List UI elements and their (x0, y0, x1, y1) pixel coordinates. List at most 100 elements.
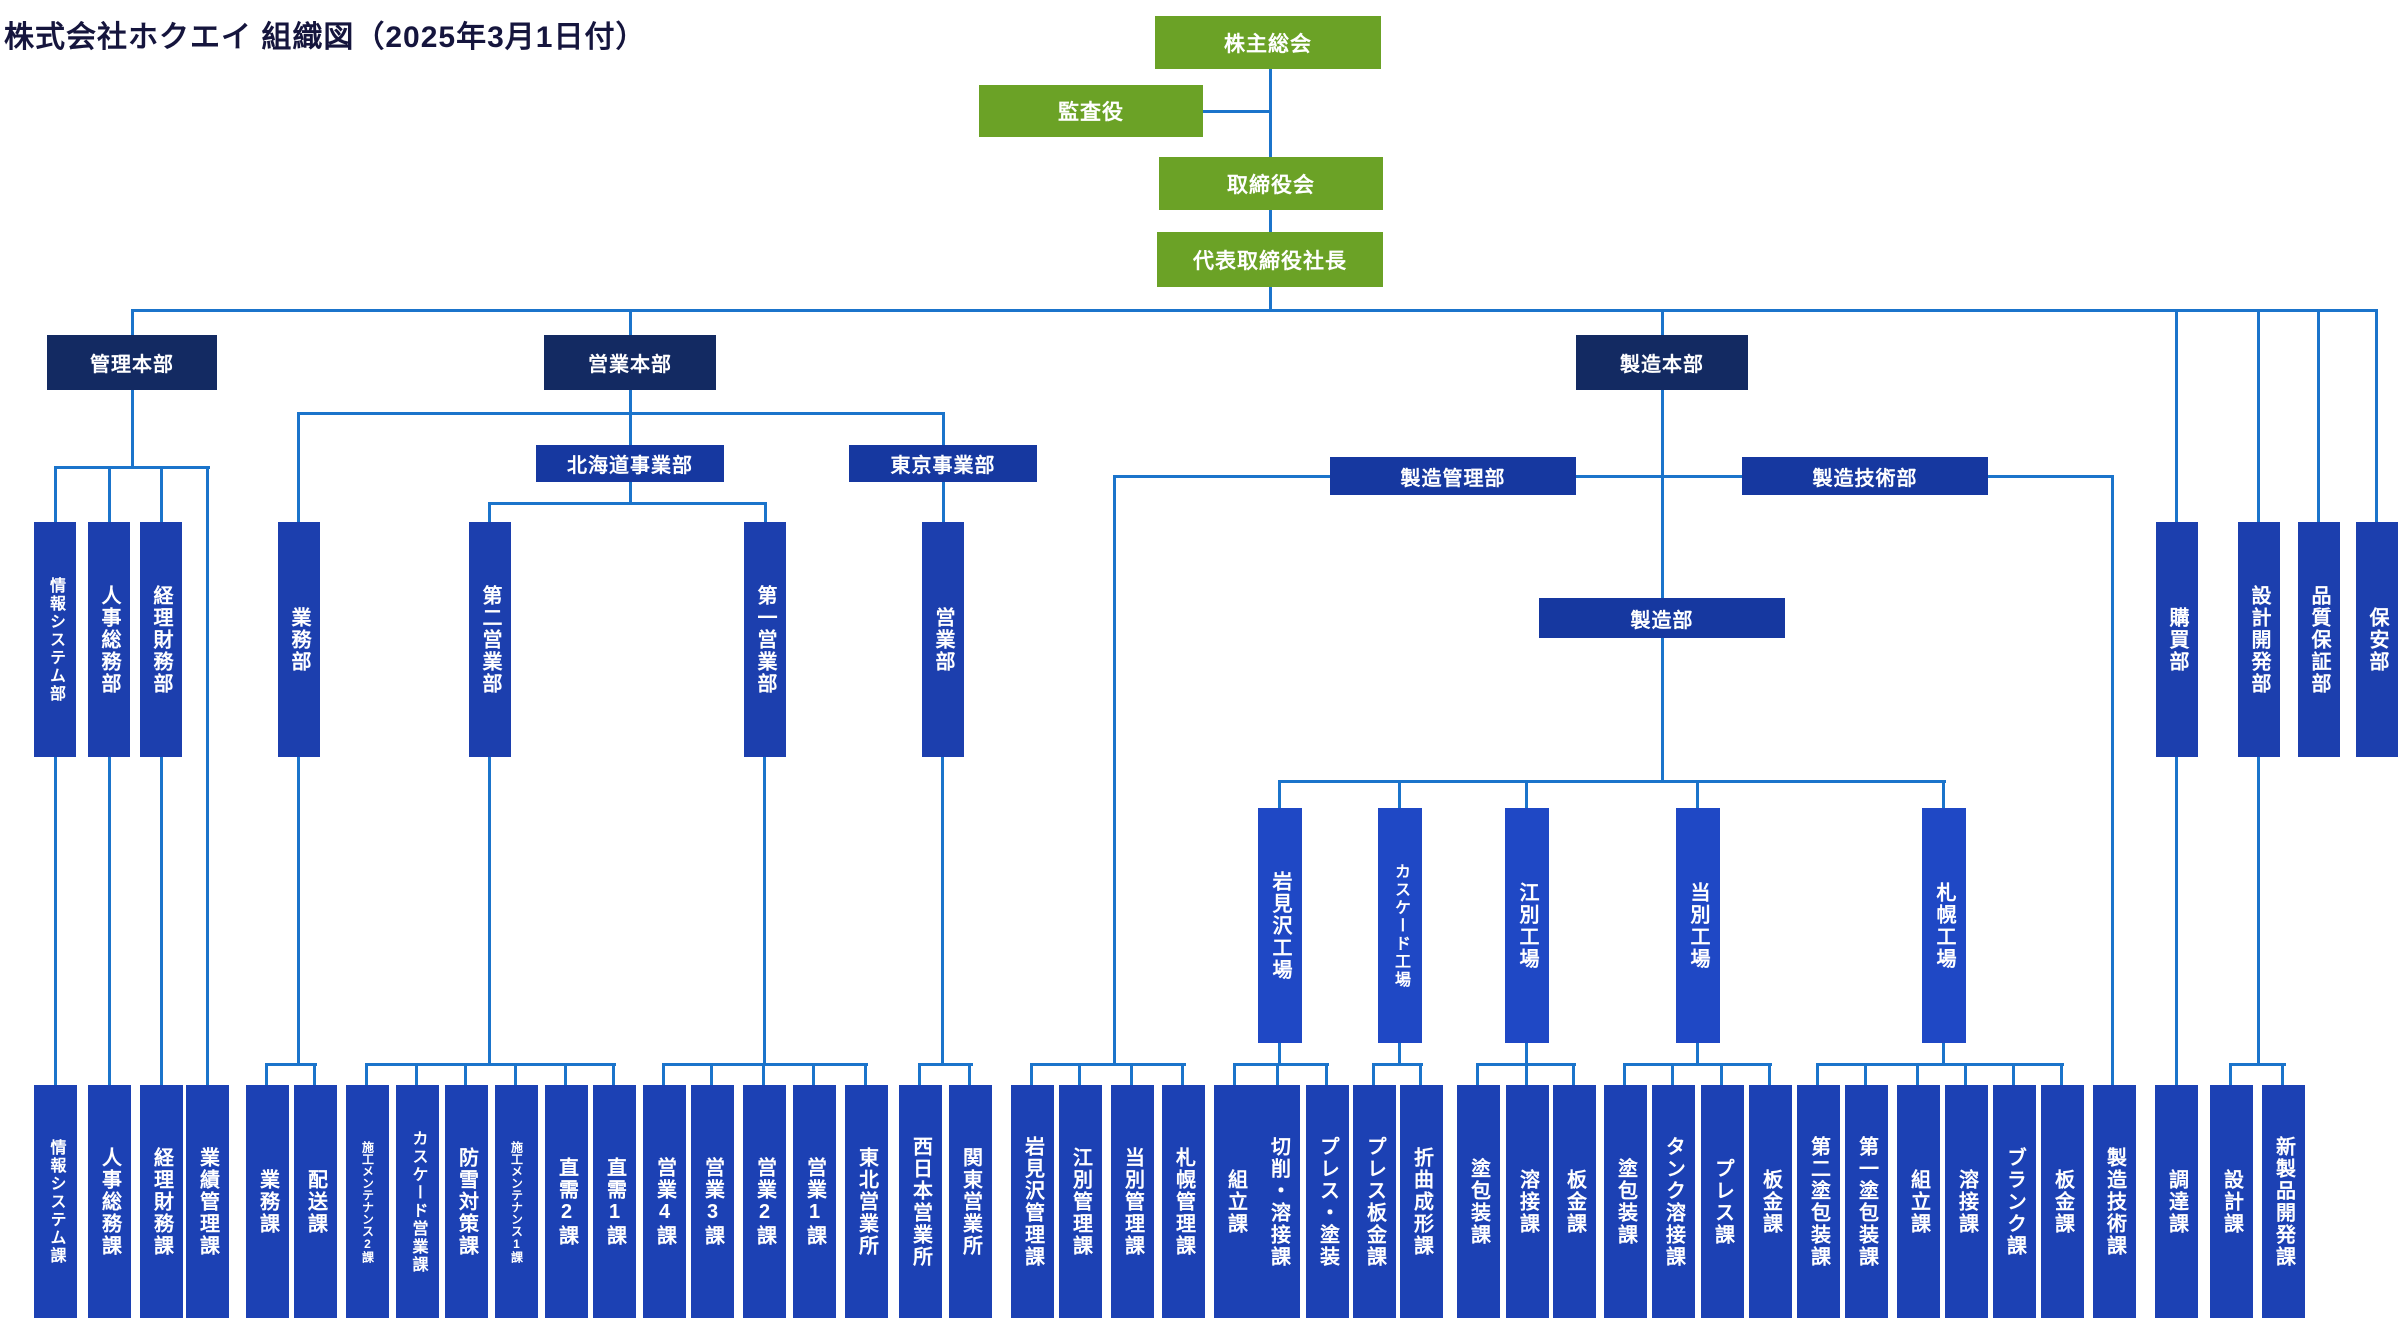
connector-line (812, 1064, 815, 1086)
connector-line (514, 1064, 517, 1086)
org-node-label: 塗包装課 (1467, 1157, 1490, 1246)
connector-line (1233, 1063, 1329, 1066)
org-node-label: 防雪対策課 (455, 1146, 478, 1257)
org-node-course-bending-forming: 折曲成形課 (1400, 1085, 1443, 1318)
connector-line (1816, 1064, 1819, 1086)
org-node-course-accounting: 経理財務課 (140, 1085, 183, 1318)
org-node-label: 江別工場 (1516, 881, 1538, 970)
connector-line (2257, 310, 2260, 522)
org-node-course-snow-control: 防雪対策課 (445, 1085, 488, 1318)
org-node-label: カスケード営業課 (409, 1129, 427, 1274)
connector-line (1113, 475, 2114, 478)
org-node-course-info-system: 情報システム課 (34, 1085, 77, 1318)
org-node-office-tohoku: 東北営業所 (845, 1085, 888, 1318)
connector-line (108, 467, 111, 523)
connector-line (1278, 781, 1281, 809)
org-node-shareholders-meeting: 株主総会 (1155, 16, 1381, 69)
org-node-design-dev-dept: 設計開発部 (2238, 522, 2280, 757)
org-node-label: 品質保証部 (2308, 584, 2330, 695)
connector-line (629, 390, 632, 414)
connector-line (968, 1064, 971, 1086)
connector-line (1964, 1064, 1967, 1086)
org-node-label: 製造技術部 (1812, 467, 1918, 490)
connector-line (1130, 1064, 1133, 1086)
connector-line (662, 1064, 665, 1086)
org-node-admin-hq: 管理本部 (47, 335, 217, 390)
org-node-ebetsu-plant: 江別工場 (1505, 808, 1549, 1043)
org-node-label: 北海道事業部 (567, 455, 693, 477)
org-node-mfg-hq: 製造本部 (1576, 335, 1748, 390)
org-node-operations-dept: 業務部 (278, 522, 320, 757)
org-node-label: 経理財務部 (150, 584, 172, 695)
org-node-course-assembly-sapporo: 組立課 (1897, 1085, 1940, 1318)
org-node-label: 業績管理課 (196, 1146, 219, 1257)
org-node-label: 代表取締役社長 (1193, 249, 1347, 273)
connector-line (1696, 1043, 1699, 1065)
connector-line (488, 757, 491, 1066)
connector-line (1372, 1063, 1423, 1066)
connector-line (564, 1064, 567, 1086)
connector-line (1181, 1064, 1184, 1086)
connector-line (1278, 1043, 1281, 1065)
org-node-course-welding-sapporo: 溶接課 (1945, 1085, 1988, 1318)
org-node-label: 塗包装課 (1614, 1157, 1637, 1246)
connector-line (1864, 1064, 1867, 1086)
connector-line (612, 1064, 615, 1086)
connector-line (918, 1063, 973, 1066)
connector-line (629, 310, 632, 337)
connector-line (464, 1064, 467, 1086)
connector-line (1476, 1064, 1479, 1086)
org-node-course-sales-4: 営業4課 (643, 1085, 686, 1318)
org-node-label: 第二塗包装課 (1807, 1135, 1830, 1268)
org-node-label: 情報システム部 (47, 576, 64, 703)
org-node-course-maintenance-1: 施工メンテナンス1課 (495, 1085, 538, 1318)
connector-line (2175, 757, 2178, 1086)
connector-line (297, 413, 300, 523)
org-node-label: 板金課 (2051, 1168, 2074, 1235)
org-node-label: 製造技術課 (2103, 1146, 2126, 1257)
connector-line (54, 467, 57, 523)
org-node-label: 第一塗包装課 (1855, 1135, 1878, 1268)
connector-line (710, 1064, 713, 1086)
connector-line (2257, 757, 2260, 1066)
connector-line (918, 1064, 921, 1086)
org-node-course-performance: 業績管理課 (186, 1085, 229, 1318)
org-node-label: 営業1課 (803, 1156, 826, 1247)
org-node-sapporo-plant: 札幌工場 (1922, 808, 1966, 1043)
connector-line (1661, 390, 1664, 600)
connector-line (297, 757, 300, 1066)
org-node-course-welding-ebetsu: 溶接課 (1506, 1085, 1549, 1318)
org-node-course-assembly-iwamizawa: 組立課 (1214, 1085, 1257, 1318)
org-node-label: 購買部 (2166, 606, 2188, 673)
org-node-hokkaido-division: 北海道事業部 (536, 445, 724, 482)
connector-line (415, 1064, 418, 1086)
org-node-course-press-tobetsu: プレス課 (1701, 1085, 1744, 1318)
org-node-label: 折曲成形課 (1410, 1146, 1433, 1257)
connector-line (2229, 1064, 2232, 1086)
org-node-sales-hq: 営業本部 (544, 335, 716, 390)
org-node-president: 代表取締役社長 (1157, 232, 1383, 287)
connector-line (1696, 781, 1699, 809)
org-node-tobetsu-plant: 当別工場 (1676, 808, 1720, 1043)
org-node-label: プレス・塗装 (1316, 1135, 1339, 1268)
connector-line (1276, 1064, 1279, 1086)
org-node-label: 江別管理課 (1069, 1146, 1092, 1257)
org-node-course-press-sheetmetal: プレス板金課 (1353, 1085, 1396, 1318)
org-node-label: 人事総務部 (98, 584, 120, 695)
connector-line (1398, 781, 1401, 809)
org-node-label: タンク溶接課 (1662, 1135, 1685, 1268)
connector-line (1942, 781, 1945, 809)
connector-line (1525, 1064, 1528, 1086)
org-node-purchasing-dept: 購買部 (2156, 522, 2198, 757)
org-node-label: 配送課 (304, 1168, 327, 1235)
org-node-course-blank: ブランク課 (1993, 1085, 2036, 1318)
org-node-label: 営業本部 (588, 354, 672, 376)
connector-line (1398, 1043, 1401, 1065)
connector-line (1816, 1063, 2064, 1066)
org-node-sales-dept-tokyo: 営業部 (922, 522, 964, 757)
connector-line (297, 412, 945, 415)
org-node-label: 組立課 (1224, 1168, 1247, 1235)
org-node-label: 保安部 (2366, 606, 2388, 673)
org-node-label: 溶接課 (1955, 1168, 1978, 1235)
org-node-sales-dept-1: 第一営業部 (744, 522, 786, 757)
